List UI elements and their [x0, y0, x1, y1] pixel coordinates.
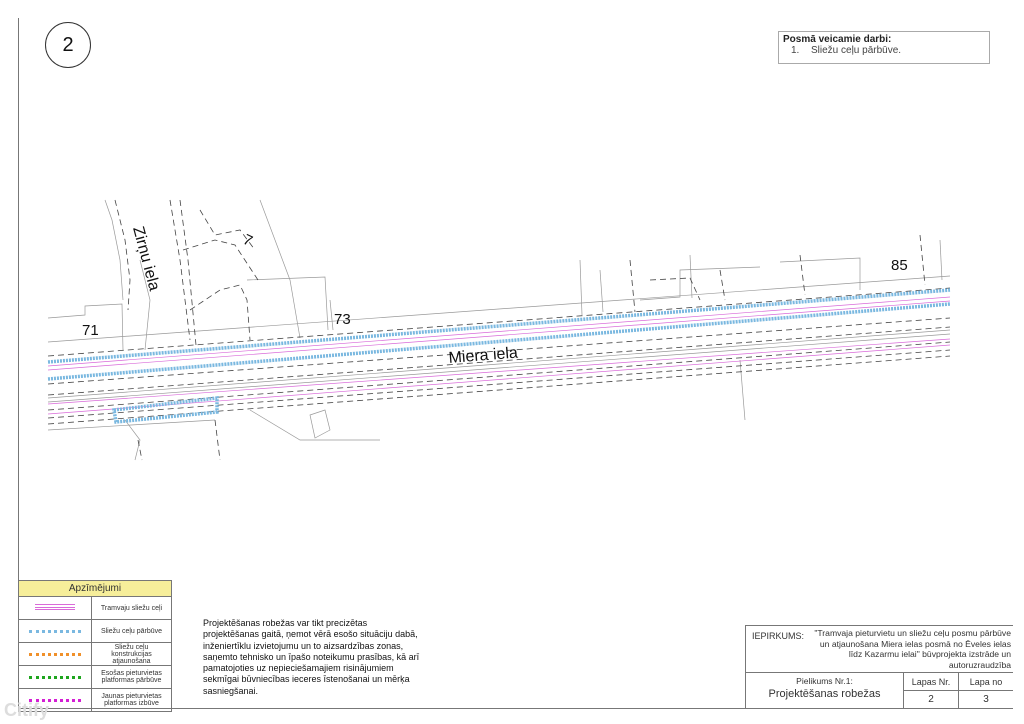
works-box: Posmā veicamie darbi: 1. Sliežu ceļu pārb… [778, 31, 990, 64]
sheet-number: 2 [45, 22, 91, 68]
legend-item: Sliežu ceļu konstrukcijas atjaunošana [18, 642, 172, 666]
page-number-value: 2 [928, 694, 934, 705]
house-number-7: 7 [240, 231, 255, 250]
legend-item: Sliežu ceļu pārbūve [18, 619, 172, 643]
page-total-label: Lapa no [959, 673, 1013, 691]
annex-label: Pielikums Nr.1: [796, 676, 853, 686]
sheet-frame [18, 18, 1013, 709]
legend-item: Esošas pieturvietas platformas pārbūve [18, 665, 172, 689]
sheet-title: Projektēšanas robežas [768, 688, 881, 700]
page-number-label: Lapas Nr. [904, 673, 958, 691]
house-number-71: 71 [82, 322, 99, 339]
title-block: IEPIRKUMS: "Tramvaja pieturvietu un slie… [745, 625, 1013, 708]
watermark-logo: Citify [4, 700, 49, 720]
legend-symbol-magenta-dotted [29, 698, 81, 702]
legend-label: Sliežu ceļu pārbūve [91, 619, 172, 643]
works-item-number: 1. [791, 45, 800, 56]
procurement-label: IEPIRKUMS: [752, 631, 805, 641]
track-reconstruction-lines [47, 288, 951, 424]
legend-symbol-green-dotted [29, 675, 81, 679]
street-label-miera: Miera iela [448, 345, 519, 367]
legend-item: Tramvaju sliežu ceļi [18, 596, 172, 620]
map-labels: Miera iela Zirņu iela 71 7 73 85 [82, 225, 908, 367]
tram-tracks [47, 296, 951, 415]
house-number-73: 73 [334, 311, 351, 328]
works-title: Posmā veicamie darbi: [783, 34, 892, 45]
legend-item: Jaunas pieturvietas platformas izbūve [18, 688, 172, 712]
cadastral-lines [47, 199, 951, 461]
works-item-text: Sliežu ceļu pārbūve. [811, 45, 902, 56]
legend-symbol-tram-tracks [35, 604, 75, 610]
legend-label: Tramvaju sliežu ceļi [91, 596, 172, 620]
street-label-zirnu: Zirņu iela [129, 225, 162, 293]
legend-title: Apzīmējumi [18, 580, 172, 597]
page-total-value: 3 [983, 694, 989, 705]
design-boundary-note: Projektēšanas robežas var tikt precizēta… [203, 618, 420, 696]
road-edges [47, 199, 951, 461]
works-item: 1. Sliežu ceļu pārbūve. [783, 45, 985, 56]
procurement-title: "Tramvaja pieturvietu un sliežu ceļu pos… [814, 628, 1011, 670]
legend: Apzīmējumi Tramvaju sliežu ceļi Sliežu c… [18, 580, 172, 712]
legend-label: Sliežu ceļu konstrukcijas atjaunošana [91, 642, 172, 666]
legend-label: Esošas pieturvietas platformas pārbūve [91, 665, 172, 689]
legend-symbol-blue-dotted [29, 629, 81, 633]
legend-symbol-orange-dotted [29, 652, 81, 656]
house-number-85: 85 [891, 257, 908, 274]
legend-label: Jaunas pieturvietas platformas izbūve [91, 688, 172, 712]
